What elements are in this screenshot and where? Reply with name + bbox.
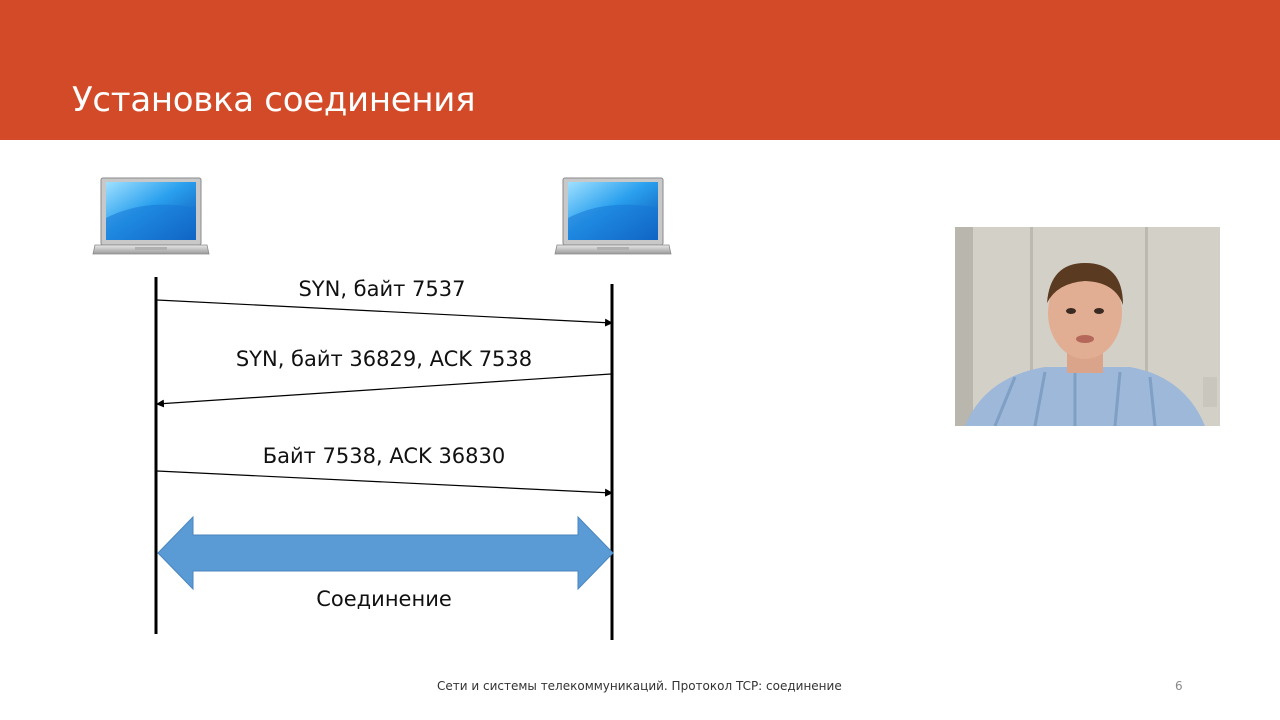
connection-double-arrow <box>157 515 614 591</box>
laptop-icon <box>554 177 672 255</box>
message-label-3: Байт 7538, ACK 36830 <box>263 444 506 468</box>
message-arrow-3 <box>156 470 613 497</box>
slide-header <box>0 0 1280 140</box>
slide-footer: Сети и системы телекоммуникаций. Протоко… <box>437 679 842 693</box>
presenter-video <box>955 227 1220 426</box>
message-label-1: SYN, байт 7537 <box>298 277 465 301</box>
connection-label: Соединение <box>316 587 452 611</box>
slide-title: Установка соединения <box>72 80 476 120</box>
page-number: 6 <box>1175 679 1183 693</box>
message-label-2: SYN, байт 36829, ACK 7538 <box>236 347 532 371</box>
message-arrow-1 <box>156 299 613 327</box>
message-arrow-2 <box>156 373 612 408</box>
laptop-icon <box>92 177 210 255</box>
